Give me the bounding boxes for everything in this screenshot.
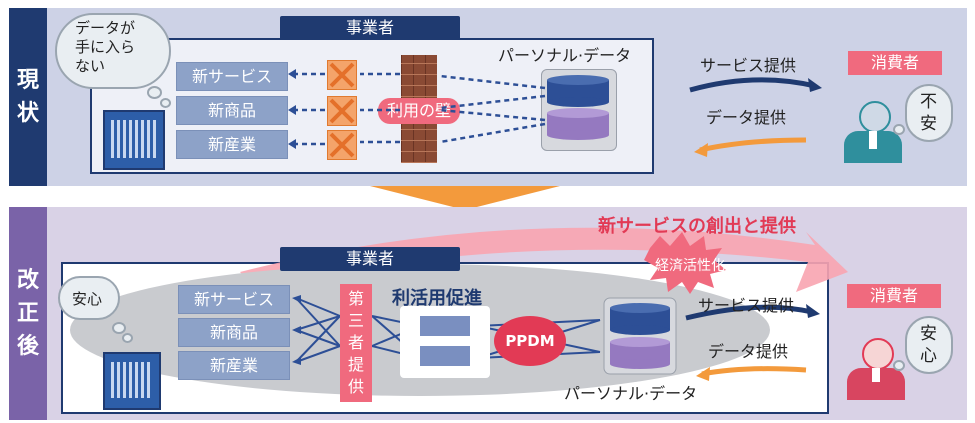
current-item-new-industry: 新産業 [176,130,288,159]
usage-barrier-label: 利用の壁 [378,98,460,124]
current-worry-cloud: データが 手に入ら ない [55,13,171,89]
current-anxiety-cloud: 不 安 [905,84,953,142]
improved-personal-data-label: パーソナル·データ [564,384,698,403]
blocked-x-icon [327,60,357,90]
cloud-line-1: データが [75,19,136,37]
ppdm-badge: PPDM [494,316,566,366]
cloud-line-3: ない [75,57,106,75]
blocked-x-icon [327,96,357,126]
cloud-bubble [893,124,905,135]
new-service-headline: 新サービスの創出と提供 [598,216,796,237]
improved-business-header: 事業者 [280,247,460,271]
current-item-new-service: 新サービス [176,62,288,91]
cloud-bubble [122,333,133,343]
current-service-label: サービス提供 [700,56,797,75]
current-business-header: 事業者 [280,16,460,40]
current-data-label: データ提供 [706,108,787,127]
cloud-bubble [160,98,171,108]
improved-service-label: サービス提供 [698,296,795,315]
improved-consumer-label: 消費者 [847,284,941,308]
improved-relief-consumer-cloud: 安 心 [905,316,953,374]
blocked-x-icon [327,130,357,160]
improved-item-new-industry: 新産業 [178,351,290,380]
current-personal-data-label: パーソナル·データ [498,46,632,65]
current-consumer-label: 消費者 [848,51,942,75]
document-icon [400,306,490,378]
economy-activation-label: 経済活性化 [655,258,725,274]
cloud-line-2: 手に入ら [75,38,136,56]
improved-side-label: 改 正 後 [9,207,47,420]
building-icon [103,352,161,410]
improved-item-new-product: 新商品 [178,318,290,347]
relieved-consumer-icon [845,338,907,400]
current-side-label: 現 状 [9,8,47,186]
cloud-bubble [147,86,162,99]
improved-data-label: データ提供 [708,342,789,361]
cloud-bubble [893,360,905,371]
improved-item-new-service: 新サービス [178,285,290,314]
building-icon [103,110,165,170]
cloud-bubble [112,322,126,334]
promotion-label: 利活用促進 [392,288,482,309]
third-party-provision-label: 第 三 者 提 供 [340,284,372,402]
current-item-new-product: 新商品 [176,96,288,125]
worried-consumer-icon [842,101,904,163]
improved-relief-cloud: 安心 [58,276,120,320]
